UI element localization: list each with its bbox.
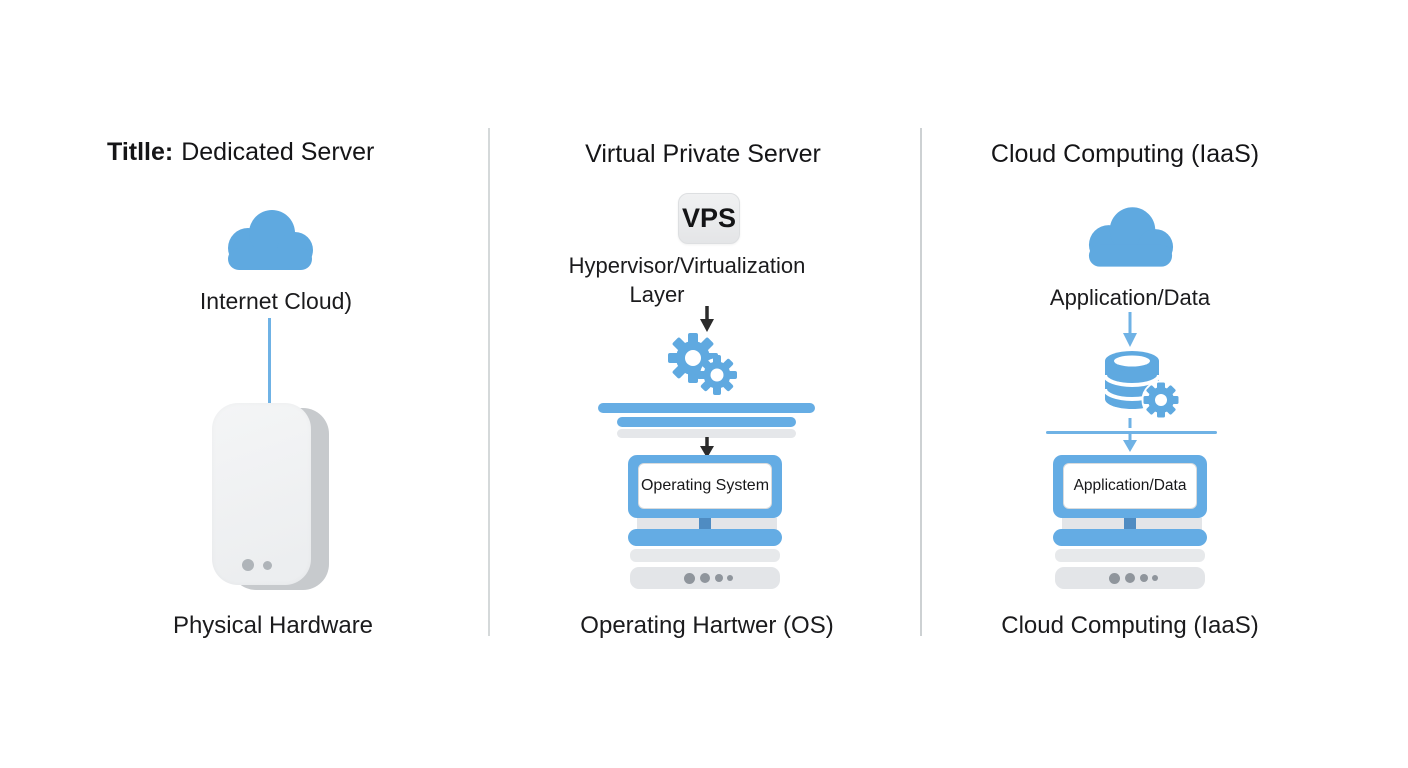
rack-stand-connector: [1124, 518, 1136, 530]
down-arrow-icon: [1123, 312, 1137, 347]
rack-bar: [1055, 567, 1205, 589]
dedicated-bottom-caption: Physical Hardware: [172, 612, 374, 639]
dedicated-title: Titlle:Dedicated Server: [107, 138, 374, 167]
down-arrow-icon: [1123, 418, 1137, 452]
internet-cloud-caption: Internet Cloud): [199, 288, 353, 314]
rack-dot: [715, 574, 723, 582]
dedicated-title-text: Dedicated Server: [181, 138, 375, 166]
rack-bar: [630, 567, 780, 589]
hypervisor-label-line1: Hypervisor/Virtualization: [568, 253, 806, 278]
database-gear-icon: [1103, 351, 1181, 420]
vps-title: Virtual Private Server: [585, 140, 821, 168]
server-tower-icon: [212, 403, 329, 590]
layer-bar: [598, 403, 815, 413]
vertical-connector-line: [268, 318, 271, 405]
rack-bar: [630, 549, 780, 562]
server-rack-icon: Operating System: [628, 455, 782, 518]
rack-bar: [1055, 549, 1205, 562]
rack-dot: [700, 573, 710, 583]
rack-bar: [1053, 529, 1207, 546]
tower-front-face: [212, 403, 311, 585]
rack-dot: [1109, 573, 1120, 584]
cloud-icon: [228, 210, 313, 270]
vps-badge: VPS: [678, 193, 740, 244]
column-divider: [920, 128, 922, 636]
rack-dot: [1152, 575, 1158, 581]
down-arrow-icon: [700, 306, 714, 332]
os-screen-label: Operating System: [638, 463, 772, 509]
down-arrow-icon: [700, 437, 714, 458]
tower-led-dot: [242, 559, 254, 571]
layer-bar: [617, 429, 796, 438]
rack-dot: [1125, 573, 1135, 583]
application-data-caption: Application/Data: [1049, 285, 1211, 310]
app-screen-label: Application/Data: [1063, 463, 1197, 509]
rack-dot: [727, 575, 733, 581]
layer-line: [1046, 431, 1217, 434]
rack-dot: [684, 573, 695, 584]
column-divider: [488, 128, 490, 636]
rack-dot: [1140, 574, 1148, 582]
server-rack-icon: Application/Data: [1053, 455, 1207, 518]
tower-led-dot: [263, 561, 272, 570]
cloud-icon: [1088, 207, 1174, 267]
vps-bottom-caption: Operating Hartwer (OS): [580, 612, 834, 639]
dedicated-title-prefix: Titlle:: [107, 138, 174, 166]
cloud-title: Cloud Computing (IaaS): [990, 140, 1260, 168]
rack-bar: [628, 529, 782, 546]
rack-stand-connector: [699, 518, 711, 530]
cloud-bottom-caption: Cloud Computing (IaaS): [1001, 612, 1259, 639]
layer-bar: [617, 417, 796, 427]
hypervisor-label-line2: Layer: [629, 282, 685, 307]
gears-icon: [668, 333, 737, 395]
